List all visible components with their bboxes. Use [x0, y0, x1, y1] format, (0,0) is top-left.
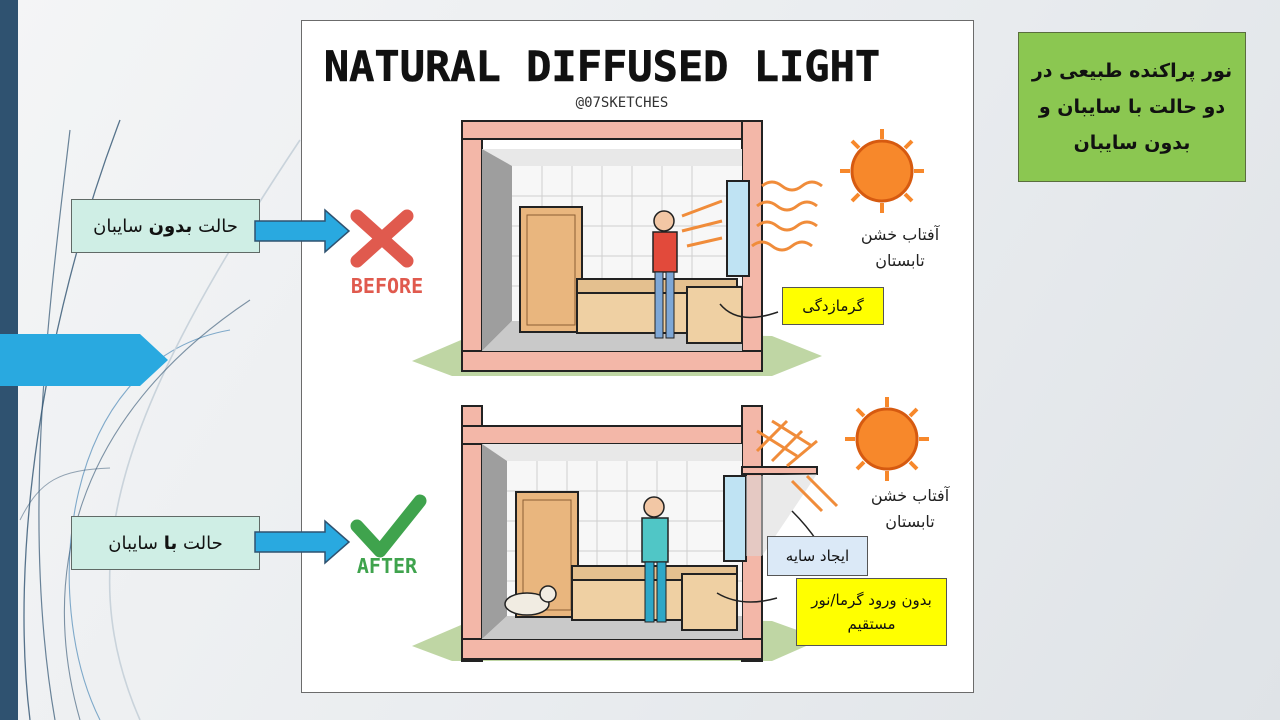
chevron-marker: [0, 334, 168, 386]
label-with-suffix: سایبان: [108, 532, 158, 554]
sun-label-top: آفتاب خشن تابستان: [860, 225, 940, 270]
after-label: AFTER: [357, 554, 418, 578]
after-check-icon: [350, 494, 427, 558]
label-without-awning: حالت بدون سایبان: [71, 199, 260, 253]
before-label: BEFORE: [351, 274, 423, 298]
no-heat-note: بدون ورود گرما/نور مستقیم: [796, 578, 947, 646]
label-without-suffix: سایبان: [93, 215, 143, 237]
label-with-prefix: حالت: [182, 532, 223, 554]
arrow-right-icon: [254, 208, 351, 254]
sun-label-bottom: آفتاب خشن تابستان: [870, 486, 950, 531]
illustration-title: NATURAL DIFFUSED LIGHT: [324, 42, 880, 91]
house-before: [412, 120, 924, 376]
slide-title-text: نور پراکنده طبیعی در دو حالت با سایبان و…: [1031, 60, 1233, 154]
label-with-bold: با: [163, 532, 178, 554]
sunburn-note: گرمازدگی: [782, 287, 884, 325]
label-without-bold: بدون: [148, 215, 193, 237]
slide-title-box: نور پراکنده طبیعی در دو حالت با سایبان و…: [1018, 32, 1246, 182]
house-after: [412, 397, 929, 662]
arrow-right-icon: [254, 519, 351, 565]
label-without-prefix: حالت: [198, 215, 238, 237]
label-with-awning: حالت با سایبان: [71, 516, 260, 570]
before-cross-icon: [350, 209, 414, 268]
sketch-illustration: NATURAL DIFFUSED LIGHT @07SKETCHES: [301, 20, 974, 693]
illustration-credit: @07SKETCHES: [576, 95, 669, 111]
shade-note: ایجاد سایه: [767, 536, 868, 576]
